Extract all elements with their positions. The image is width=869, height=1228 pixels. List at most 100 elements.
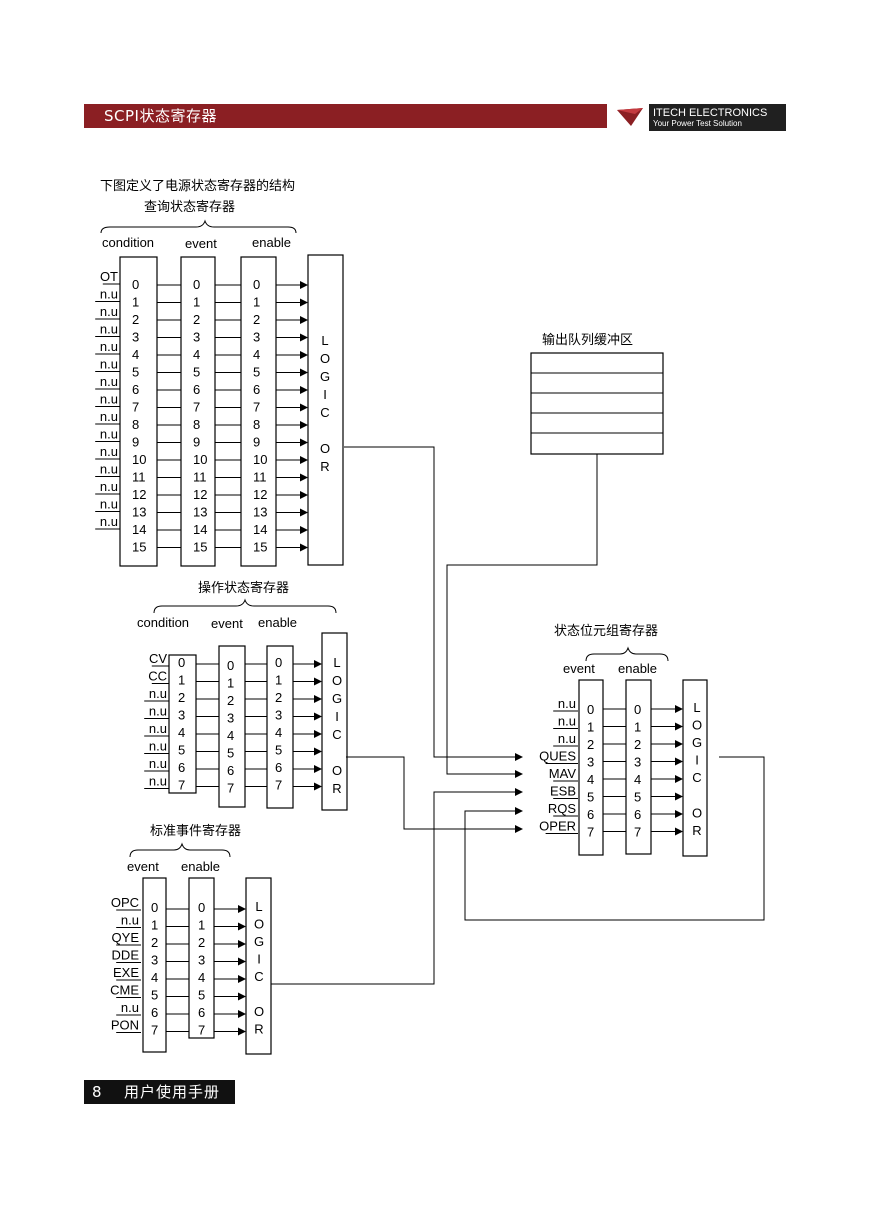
oper-enable-box bbox=[266, 645, 294, 809]
questionable-status-register: 查询状态寄存器 condition event enable OTn.un.un… bbox=[95, 199, 344, 567]
ques-event-bit-13: 13 bbox=[193, 505, 207, 520]
sb-enable-bit-5: 5 bbox=[634, 790, 641, 805]
ques-cond-bit-0: 0 bbox=[132, 277, 139, 292]
oper-cond-bit-5: 5 bbox=[178, 743, 185, 758]
ques-enable-box bbox=[240, 256, 277, 567]
sb-logic-2: G bbox=[692, 735, 702, 750]
sb-input-5: ESB bbox=[550, 784, 576, 799]
sb-logic-4: C bbox=[692, 770, 701, 785]
ques-input-5: n.u bbox=[100, 357, 118, 372]
std-input-4: EXE bbox=[113, 965, 139, 980]
sb-title: 状态位元组寄存器 bbox=[554, 623, 658, 639]
oper-col-condition: condition bbox=[137, 615, 189, 630]
oper-logic-3: I bbox=[335, 709, 339, 724]
ques-input-2: n.u bbox=[100, 304, 118, 319]
std-enable-bit-5: 5 bbox=[198, 988, 205, 1003]
section-title: SCPI状态寄存器 bbox=[104, 107, 217, 125]
std-logic-1: O bbox=[254, 917, 264, 932]
sb-event-bit-6: 6 bbox=[587, 807, 594, 822]
footer-bar bbox=[84, 1080, 235, 1104]
std-event-bit-3: 3 bbox=[151, 953, 158, 968]
ques-enable-bit-4: 4 bbox=[253, 347, 260, 362]
std-logic-2: G bbox=[254, 934, 264, 949]
oper-logic-4: C bbox=[332, 727, 341, 742]
sb-logic-3: I bbox=[695, 753, 699, 768]
sb-enable-bit-1: 1 bbox=[634, 720, 641, 735]
std-enable-bit-6: 6 bbox=[198, 1005, 205, 1020]
ques-enable-bit-7: 7 bbox=[253, 400, 260, 415]
sb-enable-bit-0: 0 bbox=[634, 702, 641, 717]
sb-input-7: OPER bbox=[539, 819, 576, 834]
std-logic-3: I bbox=[257, 952, 261, 967]
oper-event-bit-4: 4 bbox=[227, 728, 234, 743]
ques-cond-bit-15: 15 bbox=[132, 540, 146, 555]
ques-input-8: n.u bbox=[100, 409, 118, 424]
oper-cond-bit-3: 3 bbox=[178, 708, 185, 723]
ques-cond-bit-13: 13 bbox=[132, 505, 146, 520]
sb-input-2: n.u bbox=[558, 731, 576, 746]
oper-enable-bit-1: 1 bbox=[275, 673, 282, 688]
ques-input-6: n.u bbox=[100, 374, 118, 389]
ques-enable-bit-1: 1 bbox=[253, 295, 260, 310]
std-logic-6: R bbox=[254, 1022, 263, 1037]
ques-enable-bit-13: 13 bbox=[253, 505, 267, 520]
oper-event-bit-2: 2 bbox=[227, 693, 234, 708]
ques-event-bit-4: 4 bbox=[193, 347, 200, 362]
ques-enable-bit-14: 14 bbox=[253, 522, 267, 537]
sb-col-event: event bbox=[563, 661, 595, 676]
ques-cond-bit-8: 8 bbox=[132, 417, 139, 432]
oper-enable-bit-6: 6 bbox=[275, 760, 282, 775]
ques-event-bit-7: 7 bbox=[193, 400, 200, 415]
logo-slogan: Your Power Test Solution bbox=[653, 119, 742, 128]
sb-input-1: n.u bbox=[558, 714, 576, 729]
std-col-enable: enable bbox=[181, 859, 220, 874]
ques-enable-bit-12: 12 bbox=[253, 487, 267, 502]
ques-logic-box bbox=[307, 254, 344, 566]
oper-cond-bit-1: 1 bbox=[178, 673, 185, 688]
ques-enable-bit-15: 15 bbox=[253, 540, 267, 555]
ques-event-bit-15: 15 bbox=[193, 540, 207, 555]
ques-enable-bit-2: 2 bbox=[253, 312, 260, 327]
std-input-0: OPC bbox=[111, 895, 139, 910]
sb-logic-0: L bbox=[693, 700, 700, 715]
oper-enable-bit-4: 4 bbox=[275, 725, 282, 740]
ques-event-bit-2: 2 bbox=[193, 312, 200, 327]
queue-title: 输出队列缓冲区 bbox=[542, 332, 633, 348]
std-logic-0: L bbox=[255, 899, 262, 914]
header-bar bbox=[84, 104, 607, 128]
std-col-event: event bbox=[127, 859, 159, 874]
std-input-2: QYE bbox=[112, 930, 140, 945]
oper-logic-6: R bbox=[332, 781, 341, 796]
ques-event-bit-11: 11 bbox=[193, 470, 207, 485]
ques-cond-bit-7: 7 bbox=[132, 400, 139, 415]
ques-logic-3: I bbox=[323, 387, 327, 402]
std-event-bit-4: 4 bbox=[151, 970, 158, 985]
std-logic-box bbox=[245, 877, 272, 1055]
ques-cond-bit-1: 1 bbox=[132, 295, 139, 310]
logo-mark-icon bbox=[613, 104, 649, 131]
std-enable-bit-0: 0 bbox=[198, 900, 205, 915]
ques-logic-2: G bbox=[320, 369, 330, 384]
ques-condition-box bbox=[119, 256, 158, 567]
queue-box bbox=[530, 352, 664, 455]
sb-event-bit-2: 2 bbox=[587, 737, 594, 752]
ques-cond-bit-2: 2 bbox=[132, 312, 139, 327]
oper-logic-5: O bbox=[332, 763, 342, 778]
std-event-bit-5: 5 bbox=[151, 988, 158, 1003]
sb-event-bit-5: 5 bbox=[587, 790, 594, 805]
ques-input-4: n.u bbox=[100, 339, 118, 354]
connector-lines bbox=[271, 446, 765, 985]
std-enable-bit-7: 7 bbox=[198, 1023, 205, 1038]
ques-event-bit-1: 1 bbox=[193, 295, 200, 310]
oper-title: 操作状态寄存器 bbox=[198, 580, 289, 596]
sb-enable-bit-3: 3 bbox=[634, 755, 641, 770]
ques-cond-bit-14: 14 bbox=[132, 522, 146, 537]
ques-cond-bit-9: 9 bbox=[132, 435, 139, 450]
ques-cond-bit-4: 4 bbox=[132, 347, 139, 362]
ques-input-14: n.u bbox=[100, 514, 118, 529]
oper-input-7: n.u bbox=[149, 774, 167, 789]
ques-event-bit-12: 12 bbox=[193, 487, 207, 502]
oper-logic-box bbox=[321, 632, 348, 811]
ques-cond-bit-11: 11 bbox=[132, 470, 146, 485]
standard-event-register: 标准事件寄存器 event enable OPCn.uQYEDDEEXECMEn… bbox=[110, 823, 272, 1055]
